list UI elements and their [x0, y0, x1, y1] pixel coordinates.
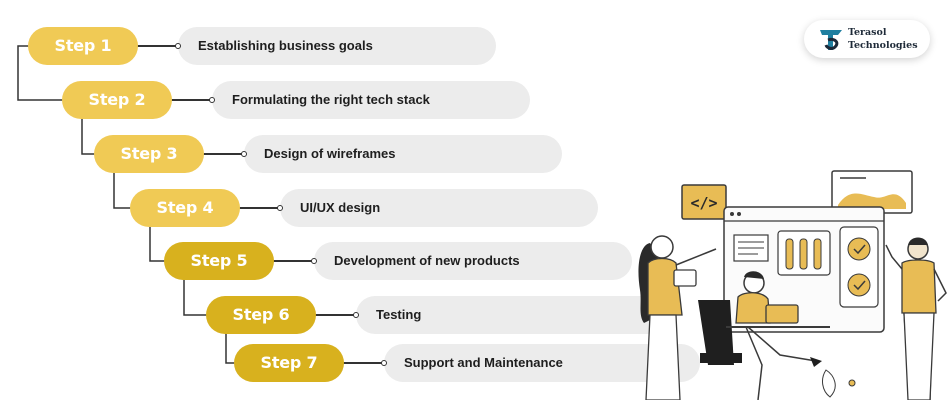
step-tree-connector [17, 45, 64, 101]
step-pill: Step 1 [28, 27, 138, 65]
chart-card-icon [831, 170, 913, 214]
step-connector-dot [277, 205, 283, 211]
step-connector-line [136, 45, 180, 47]
step-description-bar: Development of new products [314, 242, 632, 280]
step-description-text: Support and Maintenance [404, 355, 563, 370]
step-connector-dot [175, 43, 181, 49]
step-connector-dot [209, 97, 215, 103]
step-pill: Step 2 [62, 81, 172, 119]
step-description-text: Formulating the right tech stack [232, 92, 430, 107]
step-pill: Step 6 [206, 296, 316, 334]
step-connector-dot [241, 151, 247, 157]
step-pill: Step 5 [164, 242, 274, 280]
step-connector-line [314, 314, 358, 316]
code-icon-label: </> [690, 194, 717, 212]
step-pill: Step 7 [234, 344, 344, 382]
step-pill: Step 4 [130, 189, 240, 227]
seated-woman-with-laptop [698, 271, 856, 400]
step-description-text: Design of wireframes [264, 146, 396, 161]
logo-line-2: Technologies [848, 40, 918, 51]
step-connector-line [238, 207, 282, 209]
step-connector-dot [311, 258, 317, 264]
step-description-bar: Design of wireframes [244, 135, 562, 173]
logo-text: Terasol Technologies [848, 26, 918, 52]
standing-man [885, 237, 947, 400]
logo-line-1: Terasol [848, 27, 887, 38]
step-pill: Step 3 [94, 135, 204, 173]
step-description-bar: Establishing business goals [178, 27, 496, 65]
step-description-text: Establishing business goals [198, 38, 373, 53]
woman-with-tablet [638, 235, 717, 400]
step-connector-line [272, 260, 316, 262]
step-description-text: Development of new products [334, 253, 520, 268]
step-connector-dot [381, 360, 387, 366]
step-description-text: Testing [376, 307, 422, 322]
team-illustration: </> [638, 170, 947, 400]
step-connector-line [202, 153, 246, 155]
terasol-logo-icon [820, 30, 842, 50]
code-icon: </> [681, 184, 727, 220]
step-description-text: UI/UX design [300, 200, 381, 215]
step-description-bar: Formulating the right tech stack [212, 81, 530, 119]
step-connector-line [342, 362, 386, 364]
terasol-logo: Terasol Technologies [804, 20, 930, 58]
step-connector-dot [353, 312, 359, 318]
step-description-bar: Testing [356, 296, 674, 334]
step-connector-line [170, 99, 214, 101]
step-description-bar: UI/UX design [280, 189, 598, 227]
